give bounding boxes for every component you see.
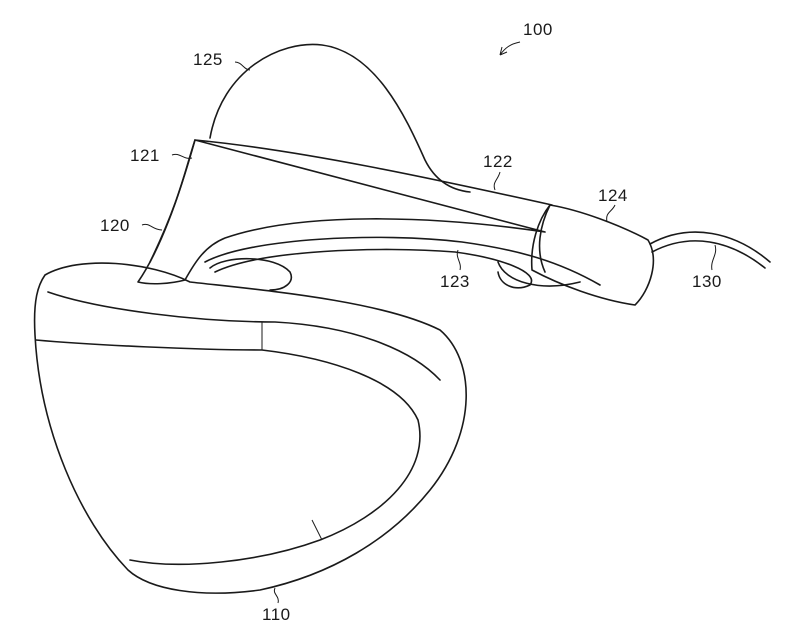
label-100: 100 bbox=[523, 20, 553, 39]
leader-124 bbox=[606, 204, 616, 223]
leader-123 bbox=[456, 249, 461, 271]
label-121: 121 bbox=[130, 146, 160, 165]
label-123: 123 bbox=[440, 272, 470, 291]
leader-125 bbox=[234, 61, 251, 71]
inner-band-loop bbox=[497, 261, 581, 287]
front-unit-outline bbox=[33, 262, 467, 594]
adjuster-shape bbox=[530, 204, 655, 306]
leader-130 bbox=[711, 244, 717, 271]
leader-121 bbox=[171, 153, 193, 159]
front-face-edge bbox=[35, 339, 421, 566]
leader-110 bbox=[273, 587, 279, 604]
adjuster-edge bbox=[538, 204, 551, 273]
seam-line-bottom bbox=[311, 519, 323, 541]
cable-shape bbox=[649, 231, 771, 269]
head-pad-shape bbox=[209, 43, 471, 193]
inner-band-shape bbox=[204, 236, 601, 289]
band-side-edge bbox=[149, 139, 196, 263]
label-125: 125 bbox=[193, 50, 223, 69]
label-110: 110 bbox=[262, 605, 291, 624]
leader-100-arrow bbox=[499, 41, 521, 56]
label-130: 130 bbox=[692, 272, 722, 291]
label-124: 124 bbox=[598, 186, 628, 205]
label-122: 122 bbox=[483, 152, 513, 171]
leader-122 bbox=[493, 171, 501, 191]
leader-120 bbox=[141, 223, 163, 231]
label-120: 120 bbox=[100, 216, 130, 235]
ring-shape bbox=[209, 257, 292, 291]
front-unit-top-edge bbox=[47, 291, 441, 381]
